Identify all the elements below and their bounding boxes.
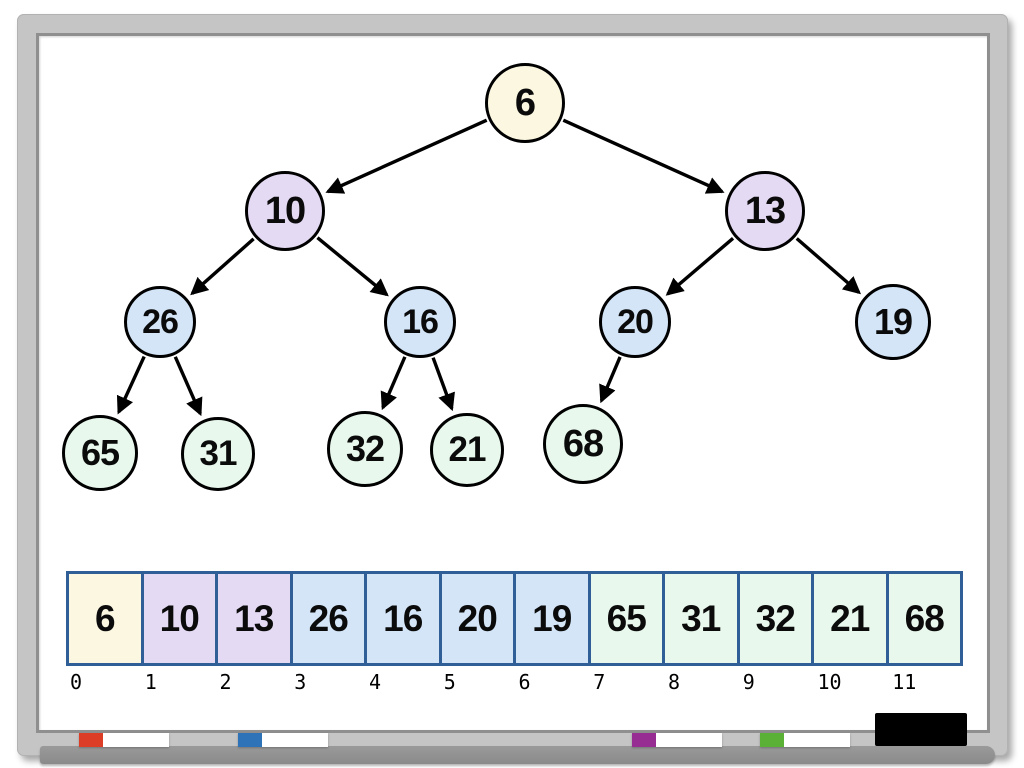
tree-node-16: 16 xyxy=(384,286,456,358)
green-marker-body xyxy=(784,733,850,747)
tree-edge-26-65 xyxy=(116,355,146,415)
marker-tray xyxy=(40,746,995,764)
blue-marker[interactable] xyxy=(238,733,328,747)
red-marker-body xyxy=(103,733,169,747)
array-cell-4: 16 xyxy=(364,574,439,663)
red-marker[interactable] xyxy=(79,733,169,747)
blue-marker-tip xyxy=(238,733,262,747)
blue-marker-body xyxy=(262,733,328,747)
red-marker-tip xyxy=(79,733,103,747)
tree-node-6: 6 xyxy=(485,63,565,143)
array-index-label-8: 8 xyxy=(668,670,681,694)
purple-marker[interactable] xyxy=(632,733,722,747)
tree-edge-20-68 xyxy=(599,356,622,404)
array-cell-3: 26 xyxy=(289,574,364,663)
tree-edge-6-10 xyxy=(325,118,488,194)
array-index-row: 0 1 2 3 4 5 6 7 8 9 10 11 xyxy=(66,670,963,694)
array-cell-6: 19 xyxy=(513,574,588,663)
tree-node-20: 20 xyxy=(599,286,671,358)
tree-edge-6-13 xyxy=(562,118,725,194)
array-cell-9: 32 xyxy=(736,574,811,663)
tree-edge-16-21 xyxy=(431,357,455,412)
tree-node-10: 10 xyxy=(245,171,325,251)
tree-node-68: 68 xyxy=(543,404,623,484)
tree-node-31: 31 xyxy=(181,417,255,491)
tree-edge-26-31 xyxy=(173,356,203,417)
array-cell-11: 68 xyxy=(885,574,960,663)
green-marker-tip xyxy=(760,733,784,747)
array-index-label-11: 11 xyxy=(892,670,917,694)
array-cell-1: 10 xyxy=(140,574,215,663)
tree-edge-13-20 xyxy=(665,236,735,296)
tree-node-19: 19 xyxy=(855,284,931,360)
array-index-label-1: 1 xyxy=(144,670,157,694)
tree-node-21: 21 xyxy=(430,413,504,487)
array-index-label-0: 0 xyxy=(70,670,83,694)
tree-node-26: 26 xyxy=(124,286,196,358)
array-index-label-4: 4 xyxy=(369,670,382,694)
array-cell-0: 6 xyxy=(69,574,141,663)
tree-edge-10-26 xyxy=(190,237,255,296)
tree-node-13: 13 xyxy=(725,171,805,251)
tree-edge-13-19 xyxy=(795,237,862,295)
array-index-label-3: 3 xyxy=(294,670,307,694)
array-cell-2: 13 xyxy=(215,574,290,663)
purple-marker-body xyxy=(656,733,722,747)
array-cell-7: 65 xyxy=(587,574,662,663)
array-index-label-9: 9 xyxy=(742,670,755,694)
array-cell-8: 31 xyxy=(662,574,737,663)
array-index-label-7: 7 xyxy=(593,670,606,694)
array-index-label-6: 6 xyxy=(518,670,531,694)
array-index-label-10: 10 xyxy=(817,670,842,694)
array-cell-5: 20 xyxy=(438,574,513,663)
array-index-label-2: 2 xyxy=(219,670,232,694)
eraser[interactable] xyxy=(875,713,967,746)
tree-edge-16-32 xyxy=(380,356,407,411)
tree-node-65: 65 xyxy=(62,415,138,491)
purple-marker-tip xyxy=(632,733,656,747)
tree-edge-10-16 xyxy=(316,236,389,297)
tree-node-32: 32 xyxy=(327,411,403,487)
array-cell-10: 21 xyxy=(811,574,886,663)
array-index-label-5: 5 xyxy=(443,670,456,694)
green-marker[interactable] xyxy=(760,733,850,747)
